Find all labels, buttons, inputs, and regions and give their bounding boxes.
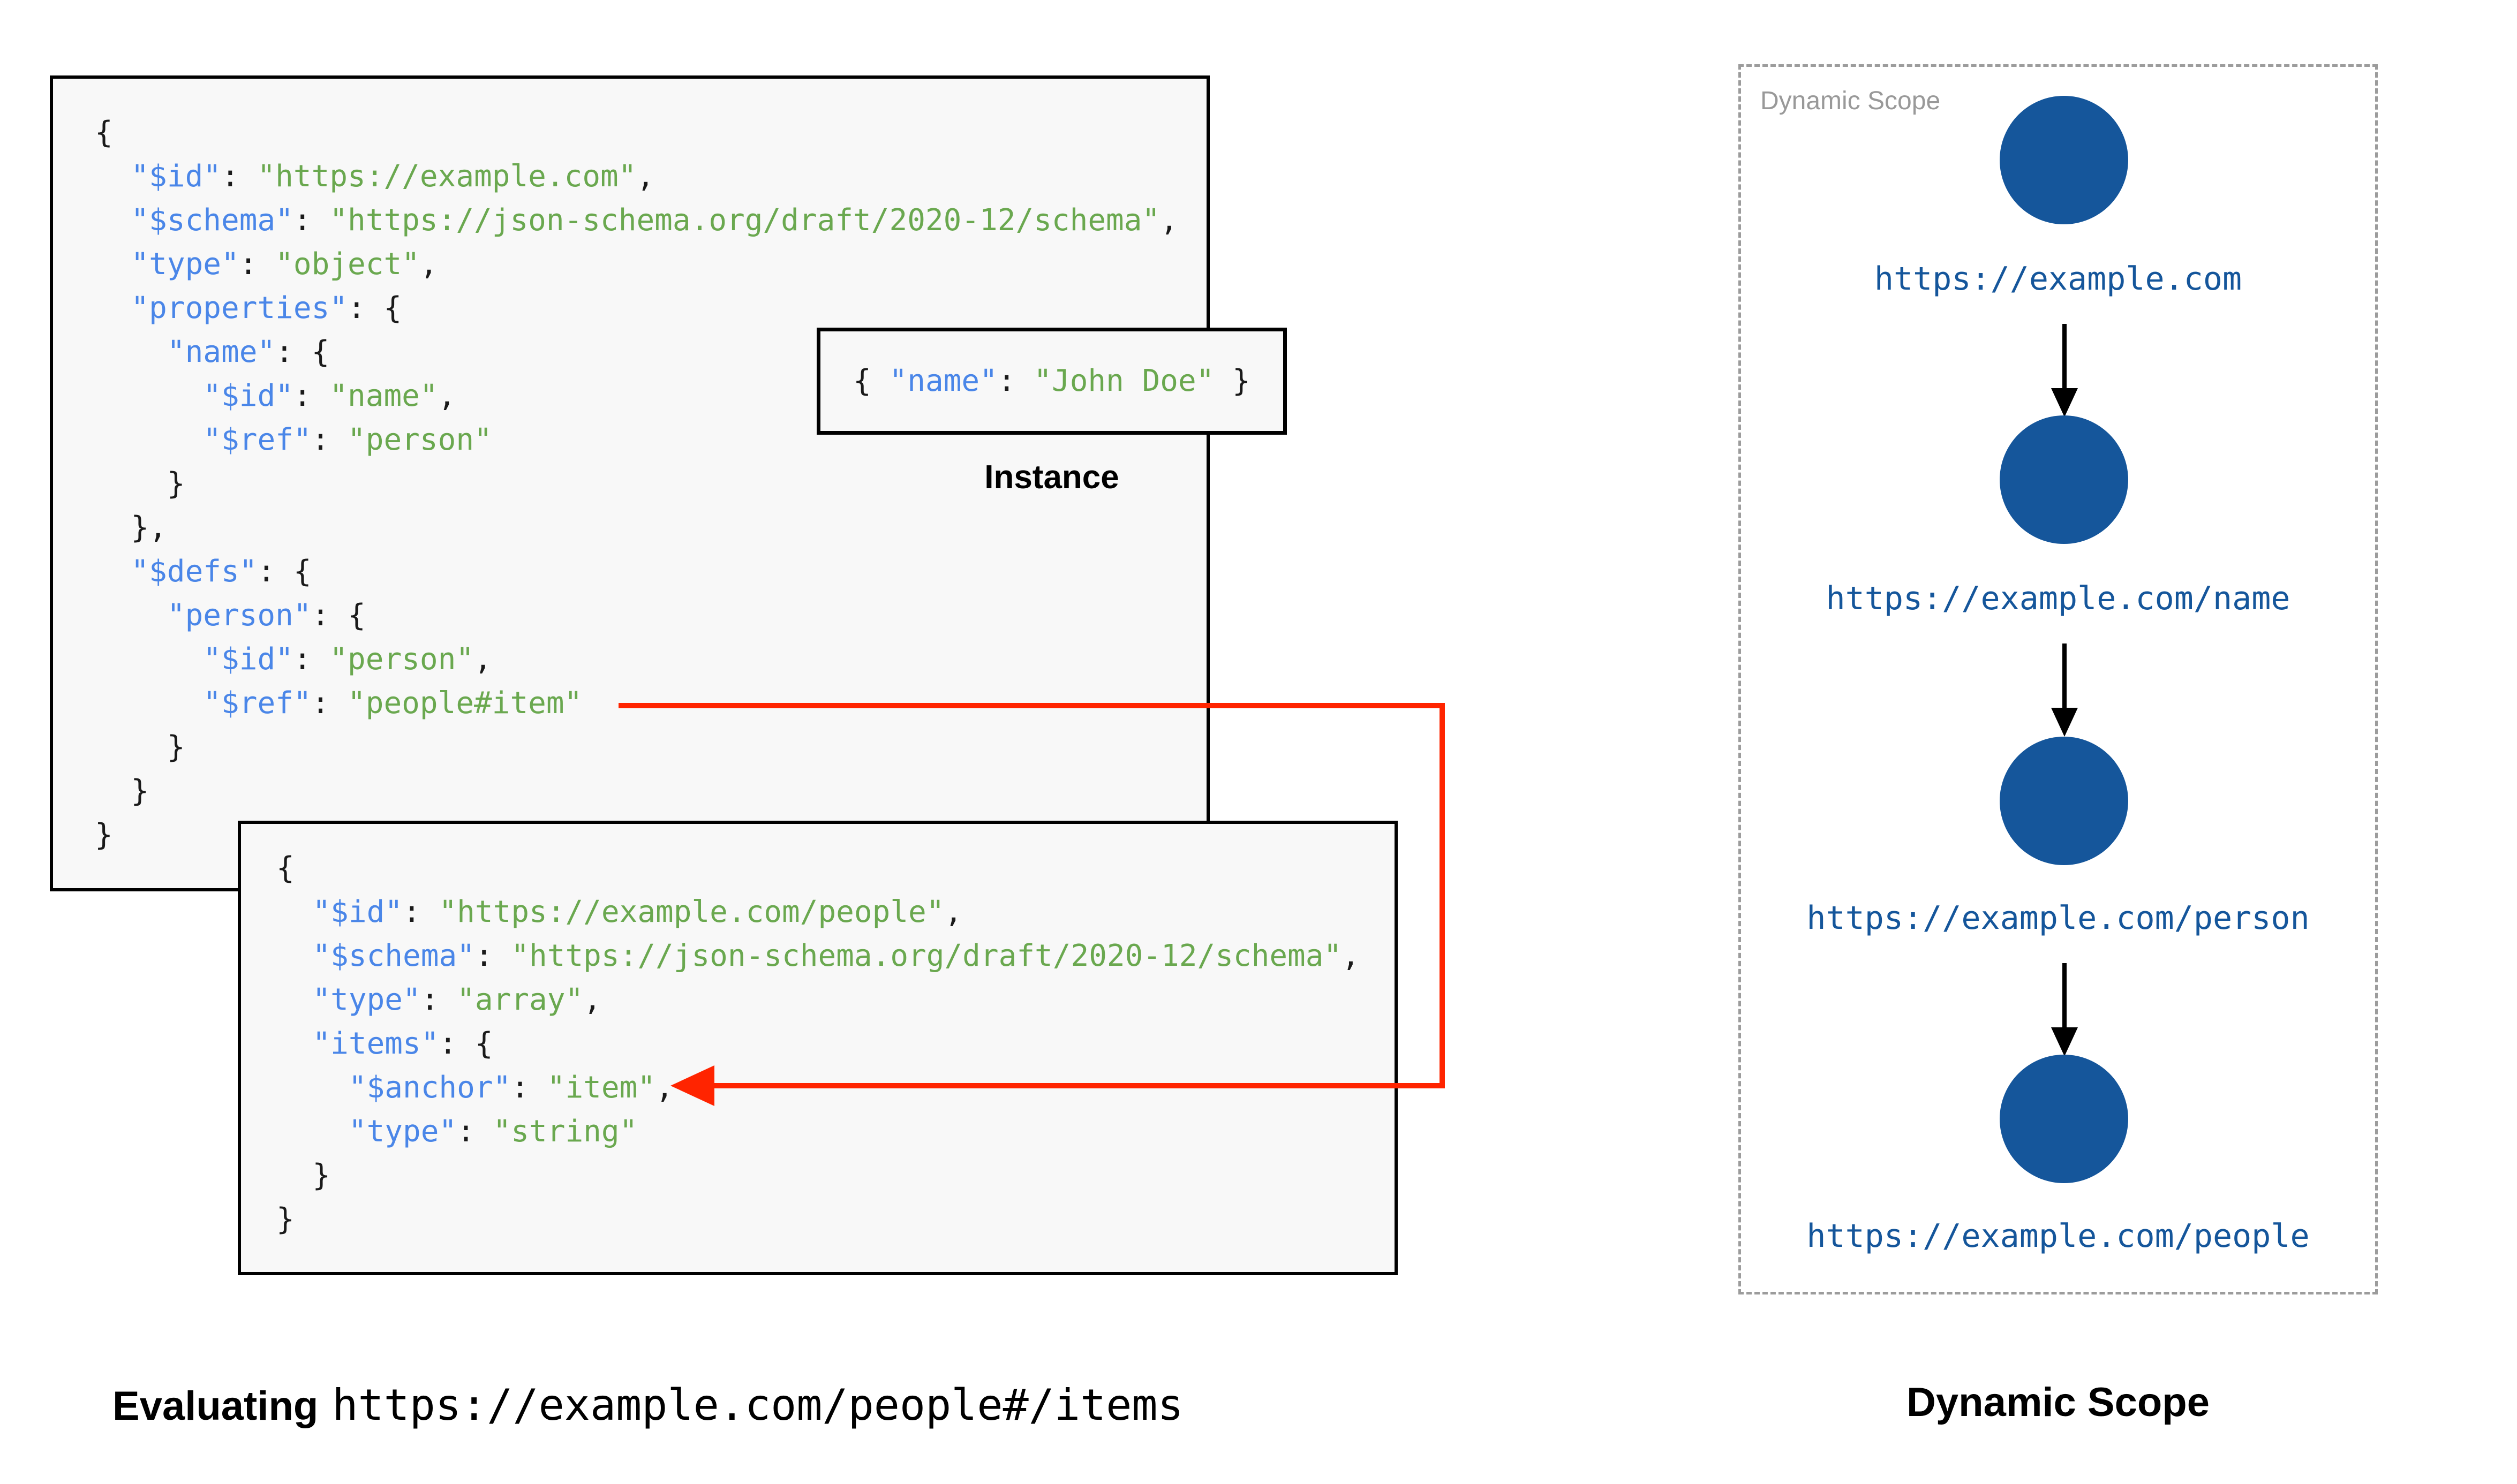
ref-arrow-segment-right	[1440, 703, 1445, 1088]
code-line: "type": "array",	[312, 982, 601, 1017]
code-line: }	[95, 466, 185, 501]
code-line: "type": "string"	[348, 1114, 638, 1149]
code-line: {	[95, 115, 113, 150]
scope-node-circle	[2000, 96, 2128, 224]
scope-node-url: https://example.com/person	[1806, 899, 2310, 937]
code-line: "$schema": "https://json-schema.org/draf…	[131, 203, 1178, 238]
dynamic-scope-panel-label: Dynamic Scope	[1760, 87, 1941, 115]
dynamic-scope-caption: Dynamic Scope	[1906, 1380, 2210, 1425]
down-arrow-icon	[2051, 1027, 2078, 1056]
dynamic-scope-panel: Dynamic Scope https://example.com https:…	[1738, 64, 2378, 1294]
evaluating-caption: Evaluating https://example.com/people#/i…	[112, 1380, 1184, 1430]
code-line: "type": "object",	[131, 247, 438, 282]
code-line: "$id": "person",	[203, 642, 492, 677]
schema-code: { "$id": "https://example.com", "$schema…	[53, 79, 1207, 857]
evaluating-label: Evaluating	[112, 1383, 319, 1429]
code-line: "$schema": "https://json-schema.org/draf…	[312, 938, 1360, 973]
down-arrow-stem	[2062, 963, 2067, 1029]
ref-arrowhead-icon	[670, 1065, 714, 1106]
code-line: }	[95, 817, 113, 852]
code-line: "$defs": {	[131, 554, 312, 589]
code-line: "$id": "https://example.com/people",	[312, 895, 963, 929]
code-line: "properties": {	[131, 291, 402, 325]
people-schema-code: { "$id": "https://example.com/people", "…	[241, 824, 1395, 1241]
evaluating-url: https://example.com/people#/items	[332, 1380, 1184, 1430]
instance-code: { "name": "John Doe" }	[853, 359, 1250, 403]
code-line: "items": {	[312, 1026, 493, 1061]
code-line: }	[276, 1158, 331, 1193]
code-line: }	[95, 730, 185, 764]
people-schema-code-box: { "$id": "https://example.com/people", "…	[238, 821, 1398, 1275]
scope-node-url: https://example.com/people	[1806, 1217, 2310, 1255]
scope-node-circle	[2000, 1055, 2128, 1183]
code-line: "person": {	[167, 598, 366, 633]
instance-caption: Instance	[984, 459, 1119, 496]
code-line: "$id": "https://example.com",	[131, 159, 655, 194]
code-line: }	[276, 1202, 295, 1237]
ref-arrow-segment-top	[619, 703, 1445, 708]
scope-node-circle	[2000, 737, 2128, 865]
code-line: "$ref": "people#item"	[203, 686, 583, 721]
down-arrow-stem	[2062, 324, 2067, 390]
down-arrow-stem	[2062, 643, 2067, 710]
ref-arrow-segment-bottom	[712, 1083, 1445, 1088]
code-line: "$id": "name",	[203, 378, 456, 413]
scope-node-circle	[2000, 415, 2128, 544]
down-arrow-icon	[2051, 708, 2078, 737]
code-line: "name": {	[167, 335, 330, 369]
down-arrow-icon	[2051, 388, 2078, 417]
instance-box: { "name": "John Doe" }	[817, 328, 1287, 435]
scope-node-url: https://example.com	[1874, 260, 2242, 298]
code-line: }	[95, 774, 149, 808]
code-line: "$ref": "person"	[203, 422, 492, 457]
code-line: },	[95, 510, 167, 545]
code-line: { "name": "John Doe" }	[853, 364, 1250, 398]
scope-node-url: https://example.com/name	[1826, 580, 2290, 617]
code-line: {	[276, 851, 295, 885]
schema-code-box: { "$id": "https://example.com", "$schema…	[50, 75, 1210, 891]
